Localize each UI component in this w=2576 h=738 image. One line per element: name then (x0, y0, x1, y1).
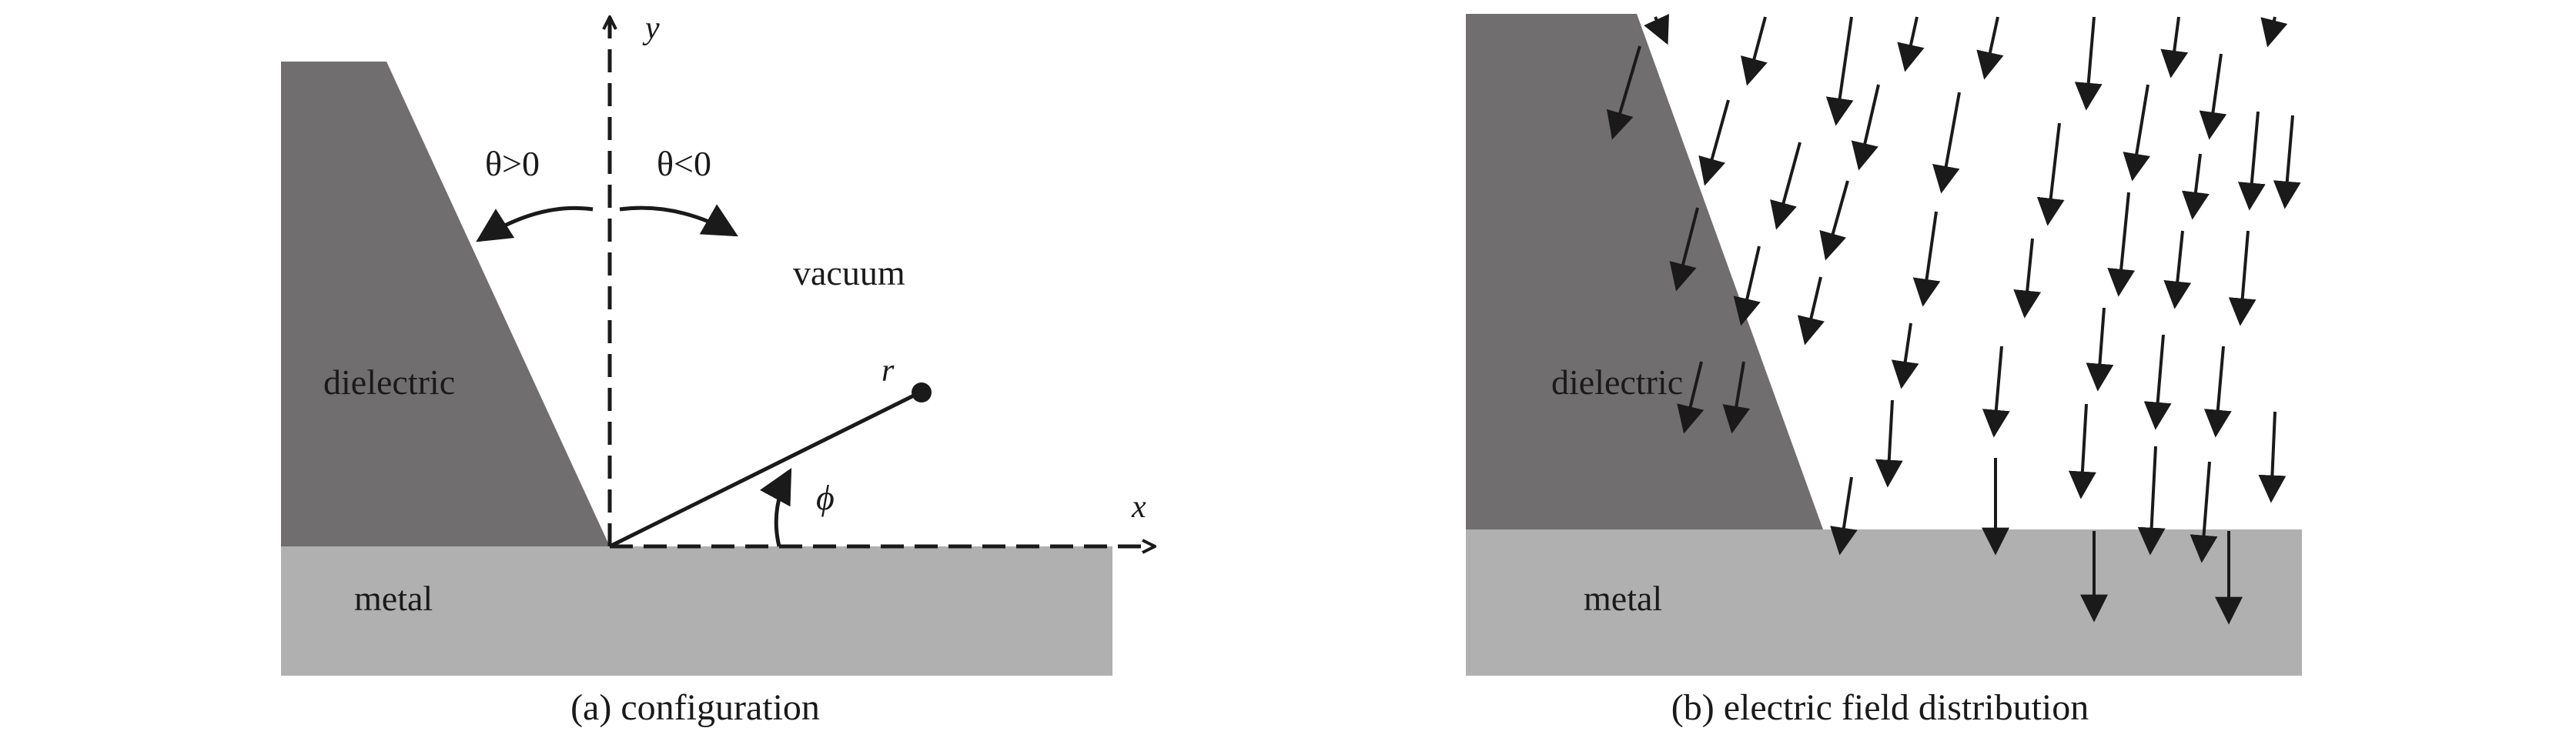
field-arrow (1733, 245, 1761, 326)
field-arrow (1770, 142, 1802, 230)
theta-negative-arrow (619, 204, 738, 237)
x-axis-label: x (1131, 489, 1146, 525)
field-arrow (2013, 238, 2042, 319)
field-arrow (1982, 346, 2010, 438)
field-arrow (1606, 45, 1641, 140)
theta-positive-label: θ>0 (485, 144, 540, 183)
field-arrow (1825, 16, 1854, 126)
field-arrow (2237, 111, 2266, 211)
field-arrow (2068, 403, 2096, 499)
position-vector-r (608, 390, 922, 549)
field-arrow (1851, 84, 1880, 171)
field-arrow (2143, 334, 2172, 430)
metal-label: metal (354, 579, 433, 618)
panel-a-configuration: y x θ>0 θ<0 vacuum r ϕ dielectric metal … (281, 11, 1155, 728)
field-arrow (1698, 99, 1730, 186)
field-arrow (2190, 461, 2218, 563)
field-arrow (2123, 84, 2151, 182)
caption-a: (a) configuration (570, 687, 820, 728)
field-arrows (1606, 14, 2301, 625)
phi-label: ϕ (816, 478, 835, 517)
panel-b-field-distribution: dielectric metal (b) electric field dist… (1466, 14, 2302, 728)
field-arrow (2163, 230, 2192, 309)
field-arrow (2074, 16, 2103, 111)
caption-b: (b) electric field distribution (1671, 687, 2089, 728)
field-arrow (1912, 211, 1941, 307)
field-arrow (1740, 16, 1768, 86)
field-arrow (1897, 16, 1925, 72)
field-arrow (2260, 16, 2288, 48)
field-arrow (2107, 192, 2136, 297)
field-arrow (1797, 276, 1825, 346)
field-arrow (2258, 411, 2287, 503)
field-arrow (1891, 322, 1919, 389)
field-arrow (2036, 122, 2065, 226)
field-arrow (2203, 346, 2232, 438)
field-arrow (2137, 446, 2166, 556)
field-arrow (1875, 399, 1903, 488)
field-arrow (1644, 14, 1669, 45)
metal-region (281, 546, 1112, 676)
field-arrow (2228, 230, 2257, 326)
dielectric-label: dielectric (323, 362, 455, 402)
point-r-dot (912, 382, 932, 402)
metal-label-b: metal (1584, 579, 1662, 618)
field-arrow (1976, 16, 2004, 80)
theta-positive-arrow (476, 205, 594, 242)
field-arrow (1722, 361, 1751, 434)
field-arrow (1830, 476, 1858, 556)
field-arrow (2182, 153, 2210, 220)
field-arrow (1669, 207, 1699, 292)
field-arrow (1819, 180, 1849, 261)
field-arrow (2086, 307, 2114, 392)
field-arrow (1677, 361, 1705, 434)
r-label: r (882, 353, 895, 389)
vacuum-label: vacuum (793, 253, 905, 292)
field-arrow (2273, 115, 2301, 209)
dielectric-region-b (1466, 14, 1823, 529)
dielectric-label-b: dielectric (1551, 362, 1683, 402)
field-arrow (2199, 53, 2227, 140)
phi-angle-arc (759, 468, 792, 547)
dielectric-region (281, 62, 610, 546)
theta-negative-label: θ<0 (657, 144, 711, 183)
field-arrow (1932, 92, 1961, 194)
field-arrow (2160, 16, 2189, 78)
y-axis-label: y (642, 11, 660, 46)
